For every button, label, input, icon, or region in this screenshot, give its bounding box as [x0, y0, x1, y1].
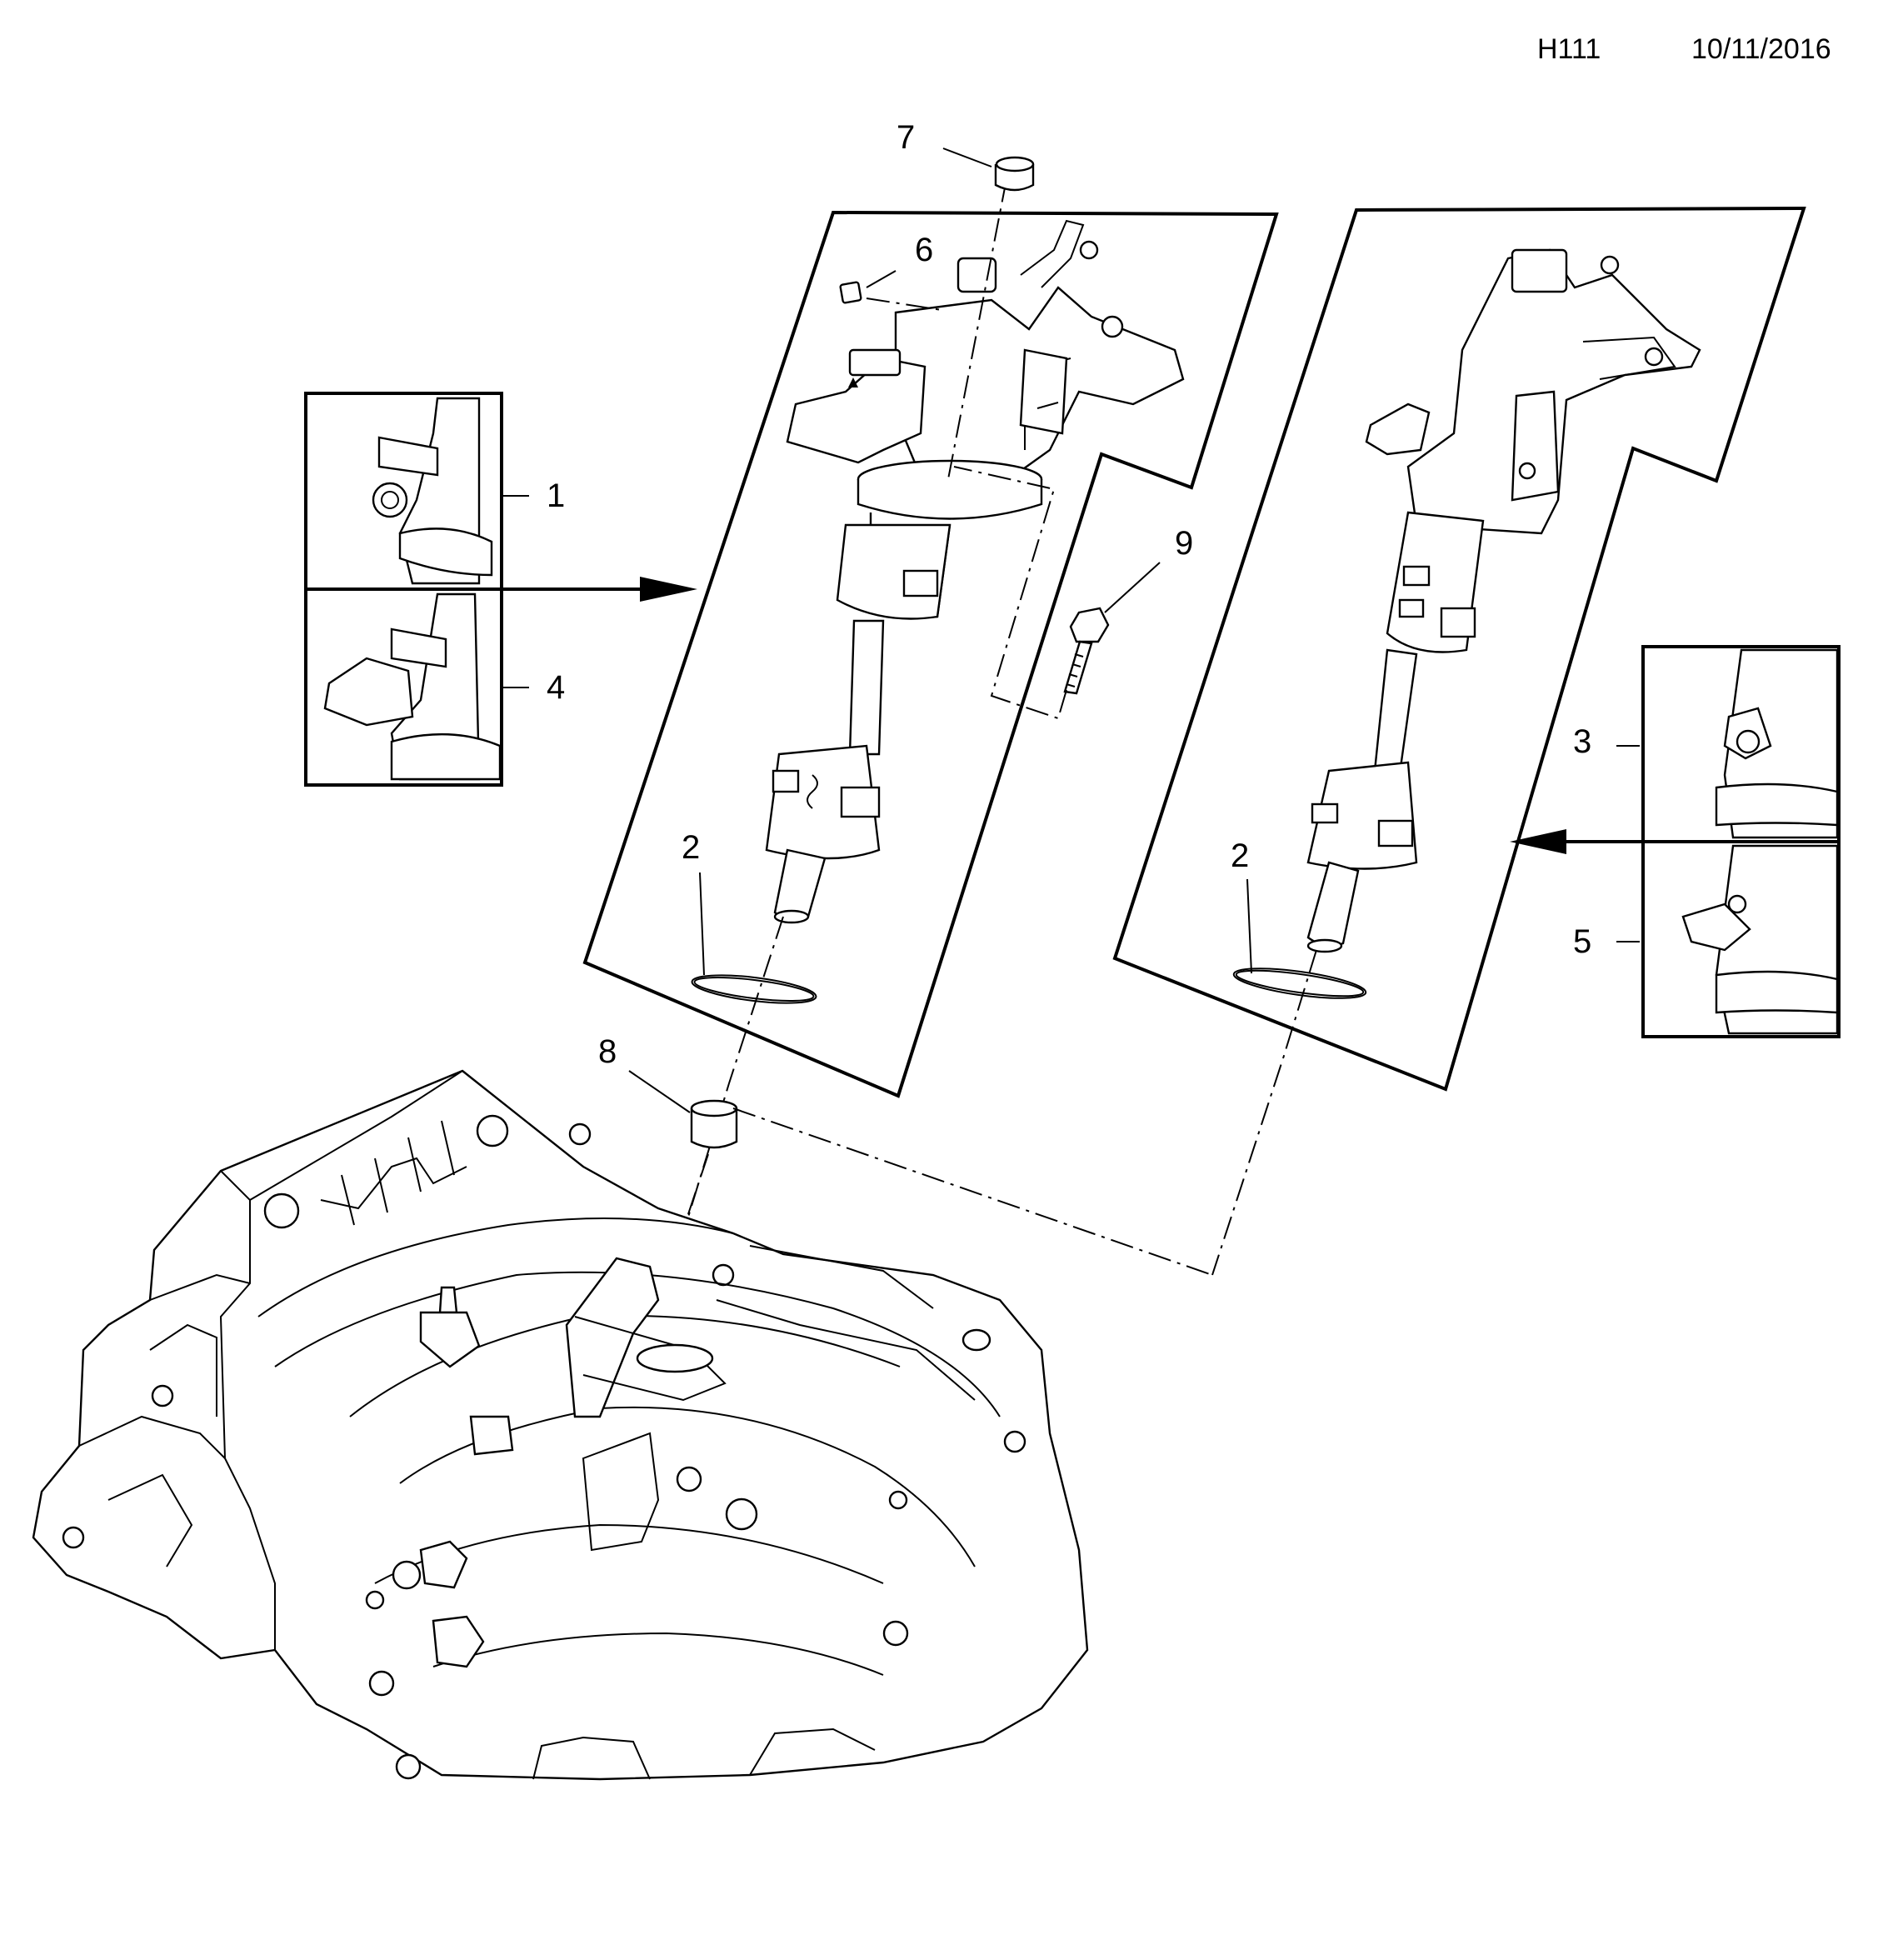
- callout-6-label: 6: [915, 232, 933, 268]
- o-ring-right: [1232, 968, 1367, 999]
- callout-2-left-label: 2: [682, 829, 700, 866]
- callout-3-label: 3: [1573, 723, 1591, 760]
- callout-9-label: 9: [1175, 525, 1193, 562]
- panel-left-actuator-assembly: [582, 178, 1279, 1234]
- panel-left-frame: [582, 210, 1279, 1098]
- callout-9: 9: [1104, 525, 1193, 613]
- arrow-inset-right-to-panel: [1510, 829, 1839, 854]
- callout-2-right: 2: [1231, 838, 1252, 974]
- callout-4: 4: [503, 669, 565, 706]
- panel-right-actuator-assembly: [1112, 206, 1806, 1276]
- part-9-bolt: [953, 466, 1110, 720]
- transmission-housing: [32, 1069, 1089, 1781]
- callout-6: 6: [866, 232, 933, 288]
- callout-7: 7: [897, 119, 992, 168]
- arrow-inset-left-to-panel: [306, 577, 697, 602]
- callout-3: 3: [1573, 723, 1640, 760]
- part-6-clip: [839, 281, 942, 311]
- panel-right-frame: [1112, 206, 1806, 1092]
- detail-inset-left: [304, 392, 503, 787]
- callout-2-right-label: 2: [1231, 838, 1249, 874]
- right-shift-tower: [1306, 248, 1701, 953]
- callout-5: 5: [1573, 923, 1640, 960]
- callout-2-left: 2: [682, 829, 705, 976]
- diagram-date: 10/11/2016: [1691, 33, 1831, 65]
- callout-8-label: 8: [598, 1033, 617, 1070]
- left-shift-tower: [765, 219, 1185, 924]
- callout-8: 8: [598, 1033, 691, 1113]
- detail-inset-right: [1641, 645, 1841, 1038]
- callout-1-label: 1: [547, 478, 565, 514]
- diagram-code: H111: [1537, 33, 1601, 65]
- callout-1: 1: [503, 478, 565, 514]
- part-7-bushing: [994, 156, 1035, 192]
- o-ring-left: [691, 974, 817, 1004]
- callout-4-label: 4: [547, 669, 565, 706]
- callout-5-label: 5: [1573, 923, 1591, 960]
- callout-7-label: 7: [897, 119, 915, 156]
